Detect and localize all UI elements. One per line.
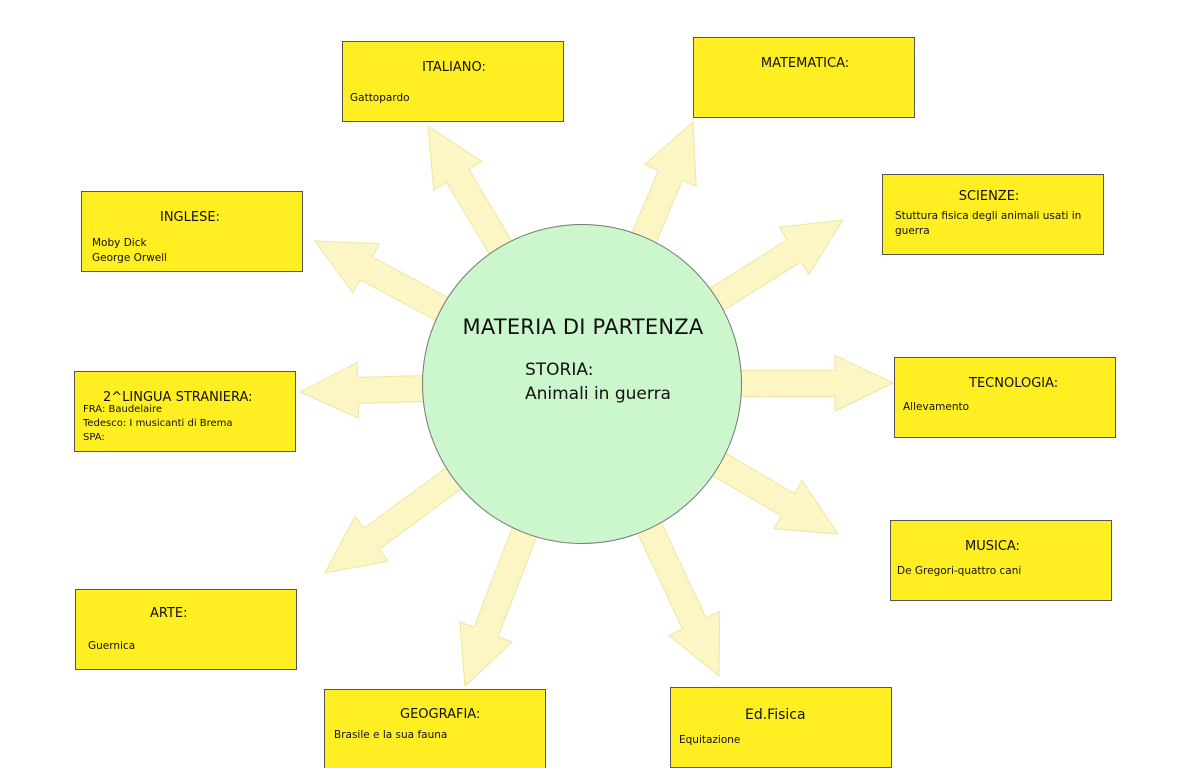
box-line: guerra: [895, 225, 930, 237]
box-body-edfisica: Equitazione: [679, 733, 740, 748]
central-title: MATERIA DI PARTENZA: [462, 315, 704, 339]
box-line: Guernica: [88, 640, 136, 652]
box-body-seconda-lingua: FRA: Baudelaire Tedesco: I musicanti di …: [83, 403, 233, 445]
box-geografia: GEOGRAFIA: Brasile e la sua fauna: [324, 689, 546, 768]
box-title-musica: MUSICA:: [965, 539, 1020, 554]
box-body-inglese: Moby Dick George Orwell: [92, 236, 167, 266]
central-topic-label: Animali in guerra: [525, 384, 671, 404]
box-matematica: MATEMATICA:: [693, 37, 915, 118]
box-body-italiano: Gattopardo: [350, 91, 410, 106]
box-line: Stuttura fisica degli animali usati in: [895, 210, 1082, 222]
box-arte: ARTE: Guernica: [75, 589, 297, 670]
box-body-geografia: Brasile e la sua fauna: [334, 728, 447, 743]
box-inglese: INGLESE: Moby Dick George Orwell: [81, 191, 303, 272]
box-title-seconda-lingua: 2^LINGUA STRANIERA:: [103, 390, 253, 405]
box-line: Tedesco: I musicanti di Brema: [83, 418, 233, 429]
box-line: Allevamento: [903, 401, 970, 413]
box-edfisica: Ed.Fisica Equitazione: [670, 687, 892, 768]
box-line: Moby Dick: [92, 237, 147, 249]
box-title-geografia: GEOGRAFIA:: [400, 707, 481, 722]
box-italiano: ITALIANO: Gattopardo: [342, 41, 564, 122]
box-title-italiano: ITALIANO:: [422, 60, 486, 75]
box-musica: MUSICA: De Gregori-quattro cani: [890, 520, 1112, 601]
box-line: Brasile e la sua fauna: [334, 729, 448, 741]
box-tecnologia: TECNOLOGIA: Allevamento: [894, 357, 1116, 438]
central-subject-label: STORIA:: [525, 360, 594, 380]
box-title-scienze: SCIENZE:: [958, 189, 1020, 204]
box-line: Gattopardo: [350, 92, 410, 104]
box-scienze: SCIENZE: Stuttura fisica degli animali u…: [882, 174, 1104, 255]
box-title-arte: ARTE:: [150, 606, 188, 621]
box-title-tecnologia: TECNOLOGIA:: [969, 376, 1059, 391]
box-title-edfisica: Ed.Fisica: [745, 707, 806, 723]
box-line: George Orwell: [92, 252, 168, 264]
box-seconda-lingua: 2^LINGUA STRANIERA: FRA: Baudelaire Tede…: [74, 371, 296, 452]
box-body-scienze: Stuttura fisica degli animali usati in g…: [895, 209, 1081, 239]
central-topic-circle: MATERIA DI PARTENZA STORIA: Animali in g…: [422, 224, 742, 544]
box-line: FRA: Baudelaire: [83, 404, 163, 415]
box-line: SPA:: [83, 432, 105, 443]
box-body-tecnologia: Allevamento: [903, 400, 969, 415]
box-body-musica: De Gregori-quattro cani: [897, 564, 1021, 579]
box-title-inglese: INGLESE:: [160, 210, 220, 225]
box-line: De Gregori-quattro cani: [897, 565, 1022, 577]
box-title-matematica: MATEMATICA:: [760, 56, 850, 71]
box-line: Equitazione: [679, 734, 741, 746]
box-body-arte: Guernica: [88, 639, 135, 654]
central-subject: STORIA: Animali in guerra: [525, 358, 671, 406]
